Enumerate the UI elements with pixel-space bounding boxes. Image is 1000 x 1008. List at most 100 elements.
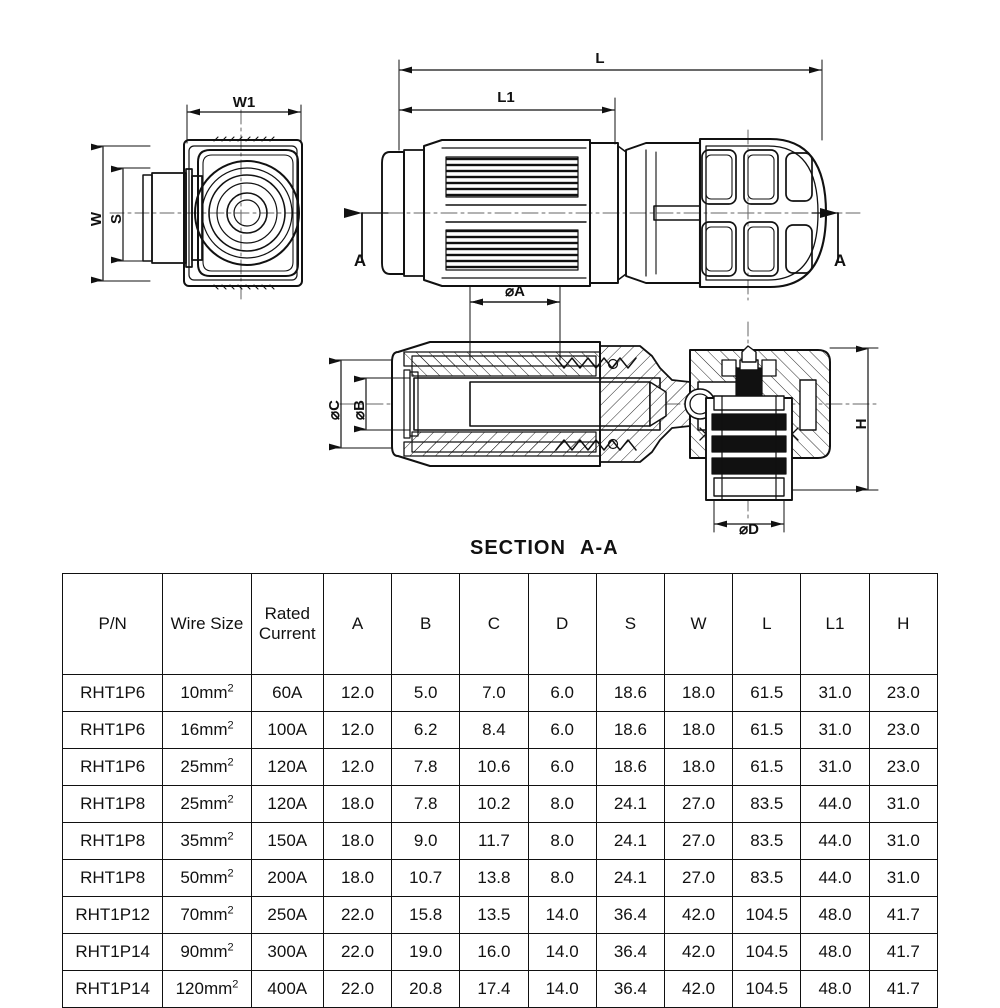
- table-cell: 18.0: [663, 748, 734, 786]
- table-col-header: Wire Size: [162, 573, 252, 675]
- table-cell: 41.7: [868, 896, 939, 934]
- table-cell: 31.0: [868, 822, 939, 860]
- table-cell: 8.0: [527, 822, 597, 860]
- table-col-header: B: [391, 573, 461, 675]
- table-cell: 44.0: [800, 822, 870, 860]
- table-cell: 48.0: [800, 933, 870, 971]
- table-cell: 44.0: [800, 859, 870, 897]
- table-cell: 12.0: [322, 748, 393, 786]
- table-cell: 27.0: [663, 859, 734, 897]
- table-cell: 104.5: [732, 933, 802, 971]
- table-cell: 5.0: [391, 674, 461, 712]
- table-cell: 23.0: [868, 711, 939, 749]
- table-cell: 18.0: [322, 785, 393, 823]
- dim-label-l: L: [595, 50, 604, 67]
- table-cell: 6.0: [527, 674, 597, 712]
- side-view-drawing: [344, 59, 861, 311]
- dim-label-h: H: [853, 419, 870, 430]
- dim-label-dia-b: ⌀B: [351, 400, 368, 420]
- table-cell: 400A: [250, 970, 324, 1008]
- table-cell: 48.0: [800, 970, 870, 1008]
- table-cell: 16mm2: [162, 711, 252, 749]
- table-cell: RHT1P8: [61, 785, 164, 823]
- table-cell: 17.4: [459, 970, 529, 1008]
- table-cell: 24.1: [595, 822, 665, 860]
- table-cell: 31.0: [868, 785, 939, 823]
- table-cell: 83.5: [732, 859, 802, 897]
- table-cell: 83.5: [732, 785, 802, 823]
- table-cell: 104.5: [732, 896, 802, 934]
- table-cell: 150A: [250, 822, 324, 860]
- table-cell: 300A: [250, 933, 324, 971]
- table-cell: 18.6: [595, 748, 665, 786]
- table-cell: 61.5: [732, 711, 802, 749]
- table-cell: 7.0: [459, 674, 529, 712]
- table-cell: 104.5: [732, 970, 802, 1008]
- table-cell: 90mm2: [162, 933, 252, 971]
- table-cell: 11.7: [459, 822, 529, 860]
- table-cell: 23.0: [868, 748, 939, 786]
- dim-label-dia-a-top: ⌀A: [505, 283, 525, 300]
- table-cell: 60A: [250, 674, 324, 712]
- table-col-header: W: [663, 573, 734, 675]
- table-cell: 22.0: [322, 896, 393, 934]
- table-col-header: A: [322, 573, 393, 675]
- dim-label-dia-d: ⌀D: [739, 521, 759, 538]
- table-cell: 8.4: [459, 711, 529, 749]
- table-cell: 25mm2: [162, 748, 252, 786]
- table-cell: 13.5: [459, 896, 529, 934]
- table-cell: 200A: [250, 859, 324, 897]
- table-cell: 10.6: [459, 748, 529, 786]
- table-col-header: P/N: [61, 573, 164, 675]
- table-cell: 18.0: [322, 859, 393, 897]
- table-cell: 10mm2: [162, 674, 252, 712]
- table-cell: 31.0: [800, 674, 870, 712]
- table-cell: 6.0: [527, 748, 597, 786]
- table-cell: 70mm2: [162, 896, 252, 934]
- dim-label-w1: W1: [233, 94, 256, 111]
- section-marker-right: A: [834, 251, 846, 270]
- section-view-drawing: [329, 298, 881, 533]
- table-cell: 12.0: [322, 711, 393, 749]
- table-cell: 23.0: [868, 674, 939, 712]
- table-cell: 31.0: [800, 748, 870, 786]
- table-cell: RHT1P14: [61, 933, 164, 971]
- section-title: SECTION: [470, 537, 566, 559]
- dim-label-s: S: [108, 214, 125, 224]
- table-cell: 12.0: [322, 674, 393, 712]
- table-col-header: C: [459, 573, 529, 675]
- table-cell: 25mm2: [162, 785, 252, 823]
- table-cell: 22.0: [322, 933, 393, 971]
- table-cell: 9.0: [391, 822, 461, 860]
- end-view-drawing: [91, 104, 303, 301]
- table-cell: RHT1P12: [61, 896, 164, 934]
- table-col-header: L1: [800, 573, 870, 675]
- table-cell: 42.0: [663, 896, 734, 934]
- table-cell: 18.6: [595, 711, 665, 749]
- table-cell: 10.7: [391, 859, 461, 897]
- table-cell: 14.0: [527, 970, 597, 1008]
- table-cell: 18.6: [595, 674, 665, 712]
- table-col-header: L: [732, 573, 802, 675]
- table-cell: 44.0: [800, 785, 870, 823]
- table-cell: 41.7: [868, 933, 939, 971]
- table-cell: RHT1P6: [61, 674, 164, 712]
- table-cell: 20.8: [391, 970, 461, 1008]
- table-col-header: H: [868, 573, 939, 675]
- table-cell: 8.0: [527, 859, 597, 897]
- table-cell: 24.1: [595, 859, 665, 897]
- table-cell: 35mm2: [162, 822, 252, 860]
- table-cell: 7.8: [391, 748, 461, 786]
- table-cell: RHT1P8: [61, 822, 164, 860]
- table-cell: 8.0: [527, 785, 597, 823]
- table-cell: 15.8: [391, 896, 461, 934]
- table-cell: 48.0: [800, 896, 870, 934]
